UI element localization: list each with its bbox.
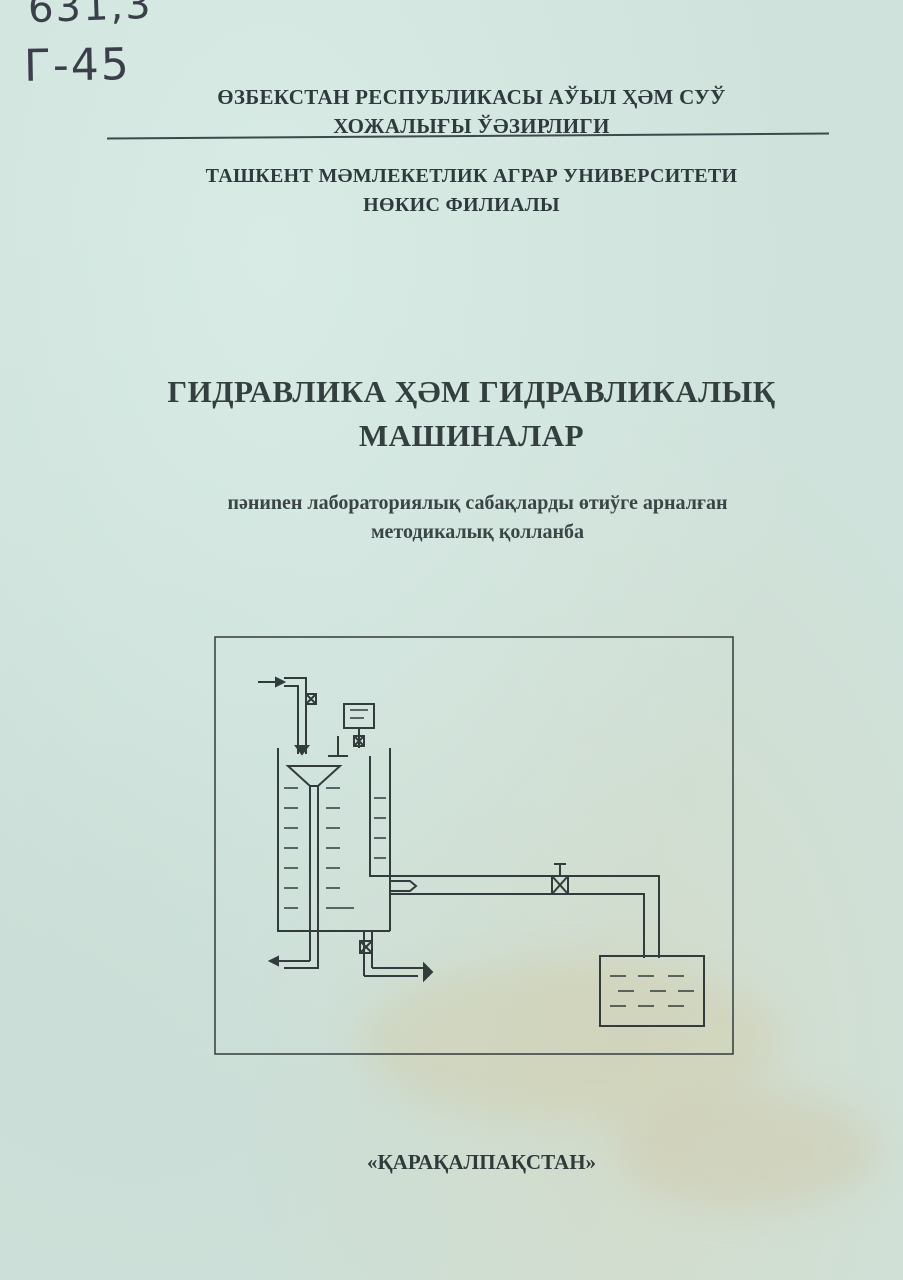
hydraulic-apparatus-diagram: [214, 636, 734, 1055]
handwritten-code-line1: 631,3: [27, 0, 154, 33]
handwritten-code-line2: Г-45: [23, 39, 132, 92]
water-stain: [620, 1090, 880, 1210]
publisher-place: «ҚАРАҚАЛПАҚСТАН»: [366, 1150, 597, 1174]
water-stain: [360, 960, 780, 1120]
subtitle-line1: пәниnен лабораториялық сабақларды өтиўге…: [227, 492, 728, 514]
university-line1: ТАШКЕНТ МӘМЛЕКЕТЛИК АГРАР УНИВЕРСИТЕТИ: [205, 165, 738, 187]
university-line2: НӨКИС ФИЛИАЛЫ: [363, 194, 560, 216]
title-line2: МАШИНАЛАР: [358, 418, 585, 453]
title-line1: ГИДРАВЛИКА ҲӘМ ГИДРАВЛИКАЛЫҚ: [167, 374, 776, 409]
subtitle-line2: методикалық қолланба: [370, 521, 585, 543]
ministry-line1: ӨЗБЕКСТАН РЕСПУБЛИКАСЫ АЎЫЛ ҲӘМ СУЎ: [217, 85, 726, 109]
